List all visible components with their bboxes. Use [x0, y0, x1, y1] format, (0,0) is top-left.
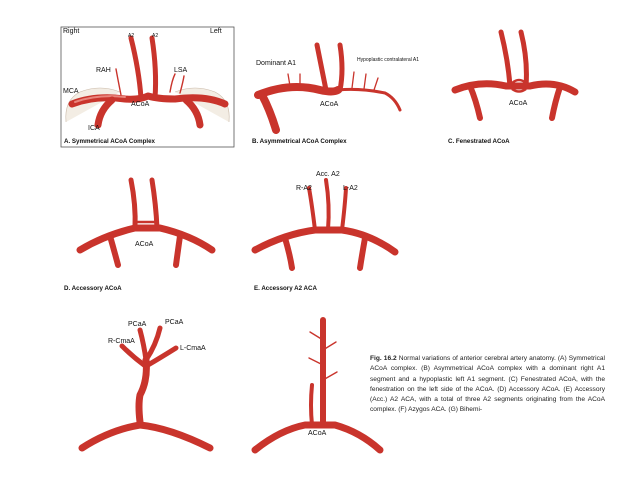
- label-l-a2: L-A2: [343, 185, 358, 192]
- label-rah: RAH: [96, 67, 111, 74]
- dominant-a1-vessel: [254, 83, 342, 99]
- figure-caption-text: Normal variations of anterior cerebral a…: [370, 355, 605, 414]
- b-perforators: [287, 71, 379, 91]
- perforator-branches: [115, 68, 185, 96]
- label-ica: ICA: [88, 125, 100, 132]
- c-a2-vessels: [498, 29, 529, 89]
- a1-highlight: [74, 95, 126, 103]
- label-hypoplastic-a1: Hypoplastic contralateral A1: [357, 57, 419, 63]
- label-acc-a2: Acc. A2: [316, 171, 340, 178]
- g-a2-right-short: [309, 383, 314, 427]
- caption-e: E. Accessory A2 ACA: [254, 285, 317, 292]
- a2-left: [149, 35, 159, 101]
- label-mca: MCA: [63, 88, 79, 95]
- label-g-acoa: ACoA: [308, 430, 327, 437]
- a2-right: [128, 35, 144, 101]
- label-c-acoa: ACoA: [509, 100, 528, 107]
- label-dominant-a1: Dominant A1: [256, 60, 296, 67]
- d-a1-vessels: [76, 224, 216, 254]
- label-d-acoa: ACoA: [135, 241, 154, 248]
- caption-d: D. Accessory ACoA: [64, 285, 122, 292]
- b-a2-vessels: [314, 42, 345, 93]
- panel-d: ACoA D. Accessory ACoA: [64, 177, 216, 292]
- e-ica-vessels: [282, 235, 368, 271]
- caption-c: C. Fenestrated ACoA: [448, 138, 510, 145]
- figure-caption: Fig. 16.2 Normal variations of anterior …: [370, 354, 605, 416]
- panel-g: ACoA: [251, 317, 384, 454]
- label-right: Right: [63, 28, 79, 35]
- label-b-acoa: ACoA: [320, 101, 339, 108]
- panel-c: ACoA C. Fenestrated ACoA: [448, 29, 579, 145]
- panel-e: Acc. A2 R-A2 L-A2 E. Accessory A2 ACA: [251, 171, 399, 292]
- e-a1-vessels: [251, 226, 399, 256]
- label-l-cmaa: L-CmaA: [180, 345, 206, 352]
- label-a2-right: A2: [128, 33, 134, 39]
- d-ica-vessels: [107, 233, 183, 268]
- label-pcaa-2: PCaA: [165, 319, 184, 326]
- f-branches: [119, 325, 179, 368]
- figure-label: Fig. 16.2: [370, 355, 397, 362]
- label-a2-left: A2: [152, 33, 158, 39]
- d-a2-vessels: [128, 177, 160, 231]
- f-azygos-trunk: [135, 356, 150, 426]
- f-a1-vessels: [78, 421, 214, 452]
- c-fenestration: [511, 78, 527, 93]
- panel-f: PCaA PCaA R-CmaA L-CmaA: [78, 319, 214, 452]
- label-left: Left: [210, 28, 222, 35]
- label-r-a2: R-A2: [296, 185, 312, 192]
- caption-a: A. Symmetrical ACoA Complex: [64, 138, 156, 145]
- panel-b: Dominant A1 Hypoplastic contralateral A1…: [252, 42, 419, 145]
- ica-left: [94, 96, 116, 129]
- hypoplastic-a1-vessel: [336, 87, 402, 112]
- d-accessory-acoa: [133, 220, 159, 232]
- e-a2-vessels: [307, 178, 348, 232]
- c-ica-vessels: [467, 83, 563, 121]
- b-ica-left: [258, 91, 280, 134]
- g-a1-vessels: [251, 421, 384, 454]
- ica-right: [182, 96, 204, 129]
- label-lsa: LSA: [174, 67, 188, 74]
- label-pcaa-1: PCaA: [128, 321, 147, 328]
- panel-a-frame: [60, 26, 235, 148]
- panel-a: Right Left A2 A2 RAH LSA MCA ACoA ICA A.…: [60, 26, 235, 148]
- label-acoa: ACoA: [131, 101, 150, 108]
- caption-b: B. Asymmetrical ACoA Complex: [252, 138, 347, 145]
- g-cortical-branches: [308, 331, 338, 381]
- label-r-cmaa: R-CmaA: [108, 338, 135, 345]
